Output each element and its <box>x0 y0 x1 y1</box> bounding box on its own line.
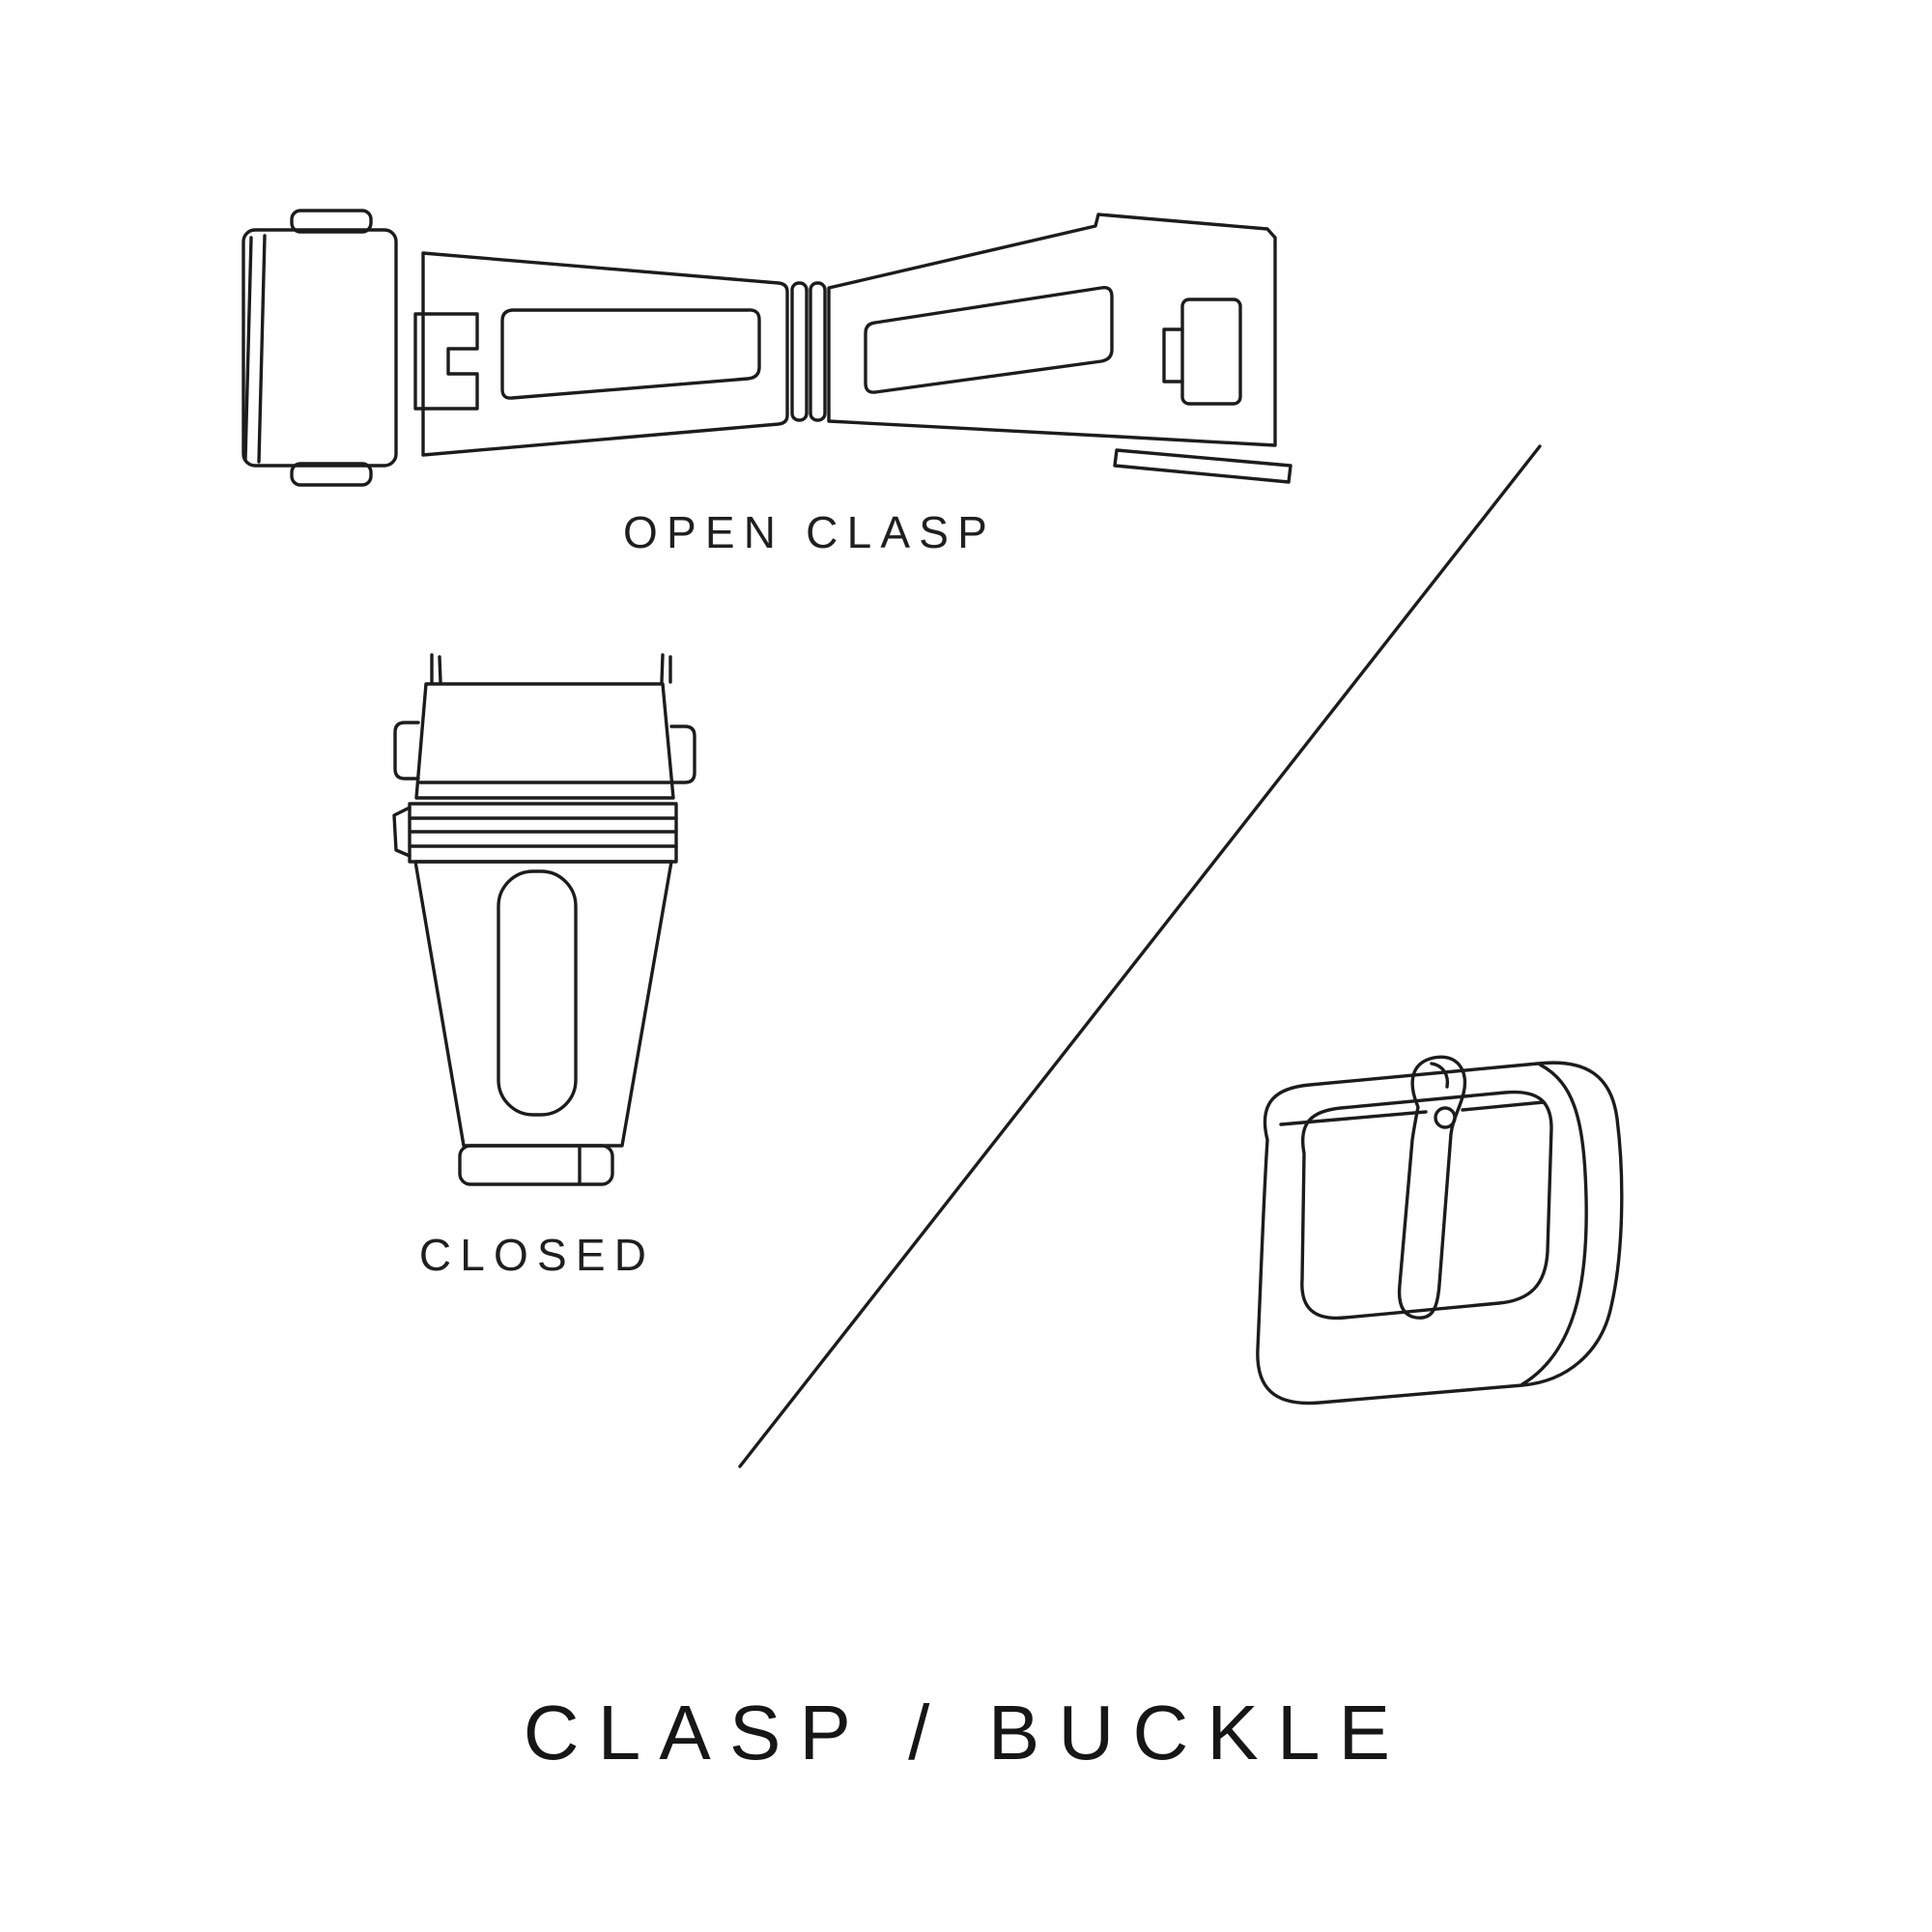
buckle-inner-opening <box>1300 1090 1553 1321</box>
open-clasp-label: OPEN CLASP <box>623 507 996 557</box>
open-clasp-hinge-left <box>790 281 809 422</box>
open-clasp-illustration <box>242 209 1293 487</box>
open-clasp-left-arm <box>421 251 789 457</box>
closed-clasp-band-left-tab <box>392 806 412 858</box>
closed-clasp-ear-left <box>393 721 420 781</box>
open-clasp-right-arm-inner-outline <box>864 286 1114 394</box>
buckle-tongue <box>1397 1055 1467 1320</box>
buckle-tongue-loop-line <box>1430 1062 1450 1089</box>
buckle-pin-bar-right <box>1461 1100 1546 1112</box>
buckle-outer-frame <box>1256 1061 1624 1406</box>
open-clasp-end-plate <box>1113 448 1293 484</box>
buckle-pin-bar <box>1279 1110 1428 1126</box>
closed-clasp-illustration <box>392 653 696 1186</box>
closed-clasp-cover <box>414 682 675 800</box>
closed-clasp-ear-right <box>669 724 696 784</box>
diagonal-divider-line <box>738 444 1542 1468</box>
open-clasp-catch-notch <box>413 312 479 411</box>
pin-buckle-illustration <box>1256 1055 1624 1406</box>
open-clasp-left-edge-line-2 <box>257 234 267 464</box>
page-title: CLASP / BUCKLE <box>523 1690 1409 1776</box>
open-clasp-hinge-right <box>809 281 827 422</box>
open-clasp-top-tab <box>290 209 373 234</box>
closed-clasp-prong-right-1 <box>660 653 665 684</box>
open-clasp-right-arm <box>827 213 1277 447</box>
closed-clasp-body <box>413 860 673 1148</box>
buckle-side-thickness-line <box>1520 1063 1588 1386</box>
open-clasp-keeper <box>1180 298 1242 406</box>
open-clasp-bottom-tab <box>290 462 373 487</box>
closed-clasp-body-inner-outline <box>497 869 578 1117</box>
open-clasp-left-arm-inner-outline <box>500 308 761 400</box>
closed-clasp-band <box>408 802 678 864</box>
closed-clasp-label: CLOSED <box>418 1230 656 1280</box>
open-clasp-left-edge-line-1 <box>243 236 253 462</box>
closed-clasp-end-cap <box>458 1144 614 1186</box>
open-clasp-keeper-bracket <box>1162 327 1184 384</box>
open-clasp-left-block <box>242 228 398 468</box>
